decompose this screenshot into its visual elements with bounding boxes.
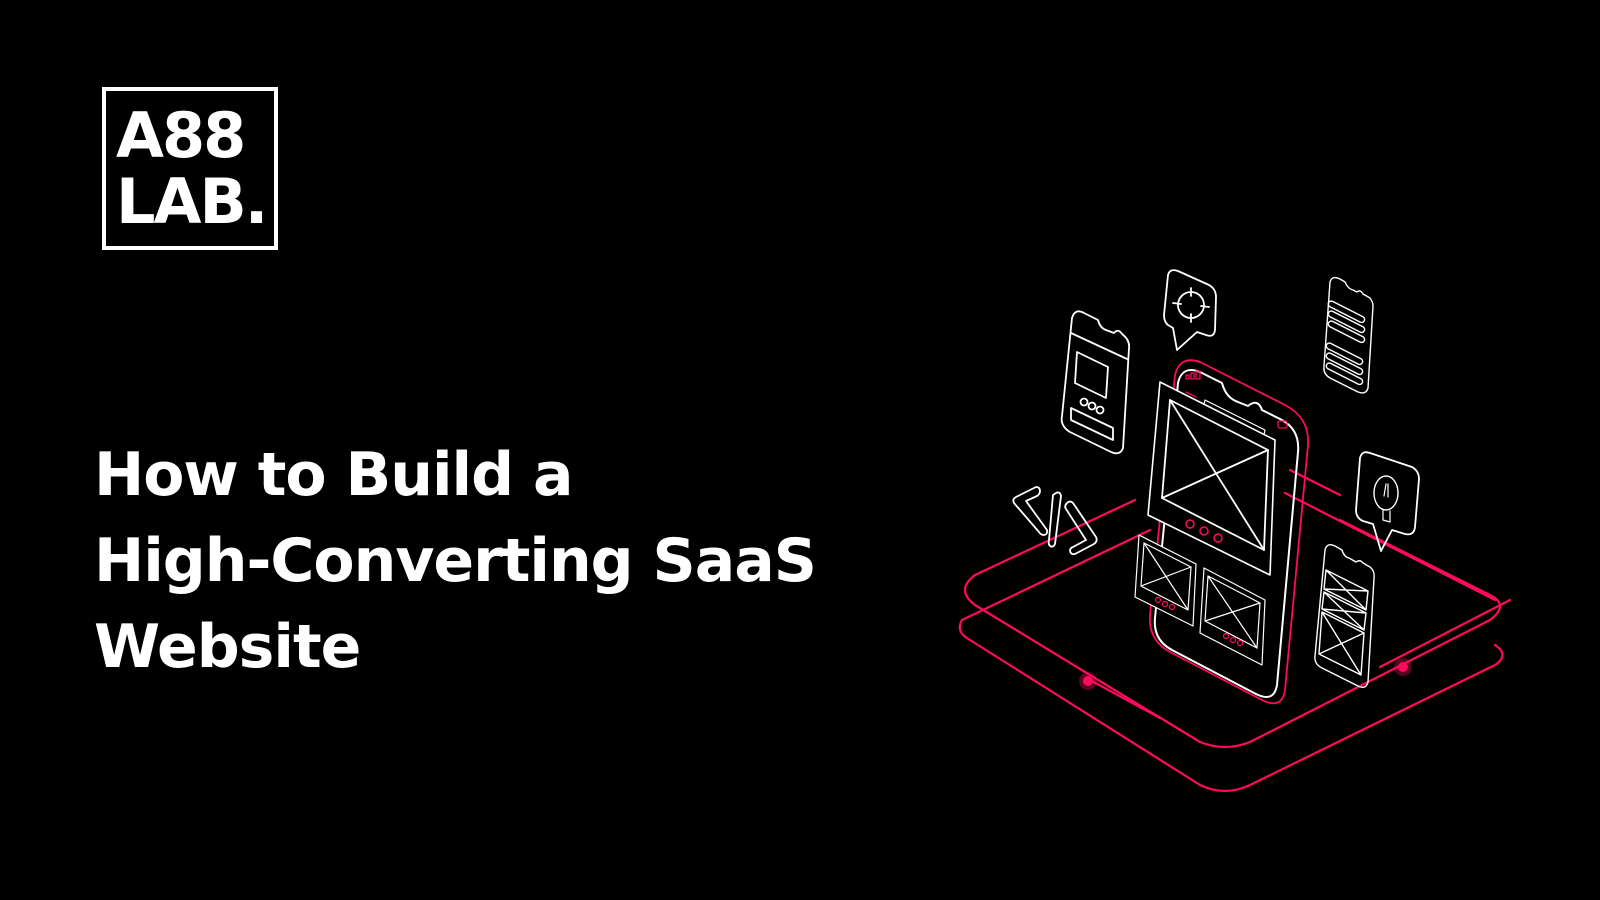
lightbulb-chat-icon (1355, 451, 1420, 552)
title-line-1: How to Build a (94, 440, 573, 510)
platform-nodes (1079, 658, 1412, 690)
title-line-2: High-Converting SaaS (94, 526, 817, 596)
target-chat-icon (1163, 269, 1217, 351)
brand-logo: A88 LAB. (102, 87, 278, 250)
small-card-right-icon (1199, 567, 1266, 666)
small-card-left-icon (1134, 534, 1197, 627)
page-title: How to Build a High-Converting SaaS Webs… (94, 432, 817, 690)
logo-text-line2: LAB. (116, 164, 268, 238)
wireframe-card-icon (1147, 381, 1276, 576)
list-phone-icon (1323, 276, 1374, 394)
gallery-phone-icon (1314, 543, 1375, 689)
code-brackets-icon (1012, 486, 1098, 556)
platform-icon (958, 468, 1512, 793)
mobile-wireframe-icon (1060, 310, 1131, 455)
logo-text-line1: A88 (116, 98, 246, 172)
title-line-3: Website (94, 612, 361, 682)
